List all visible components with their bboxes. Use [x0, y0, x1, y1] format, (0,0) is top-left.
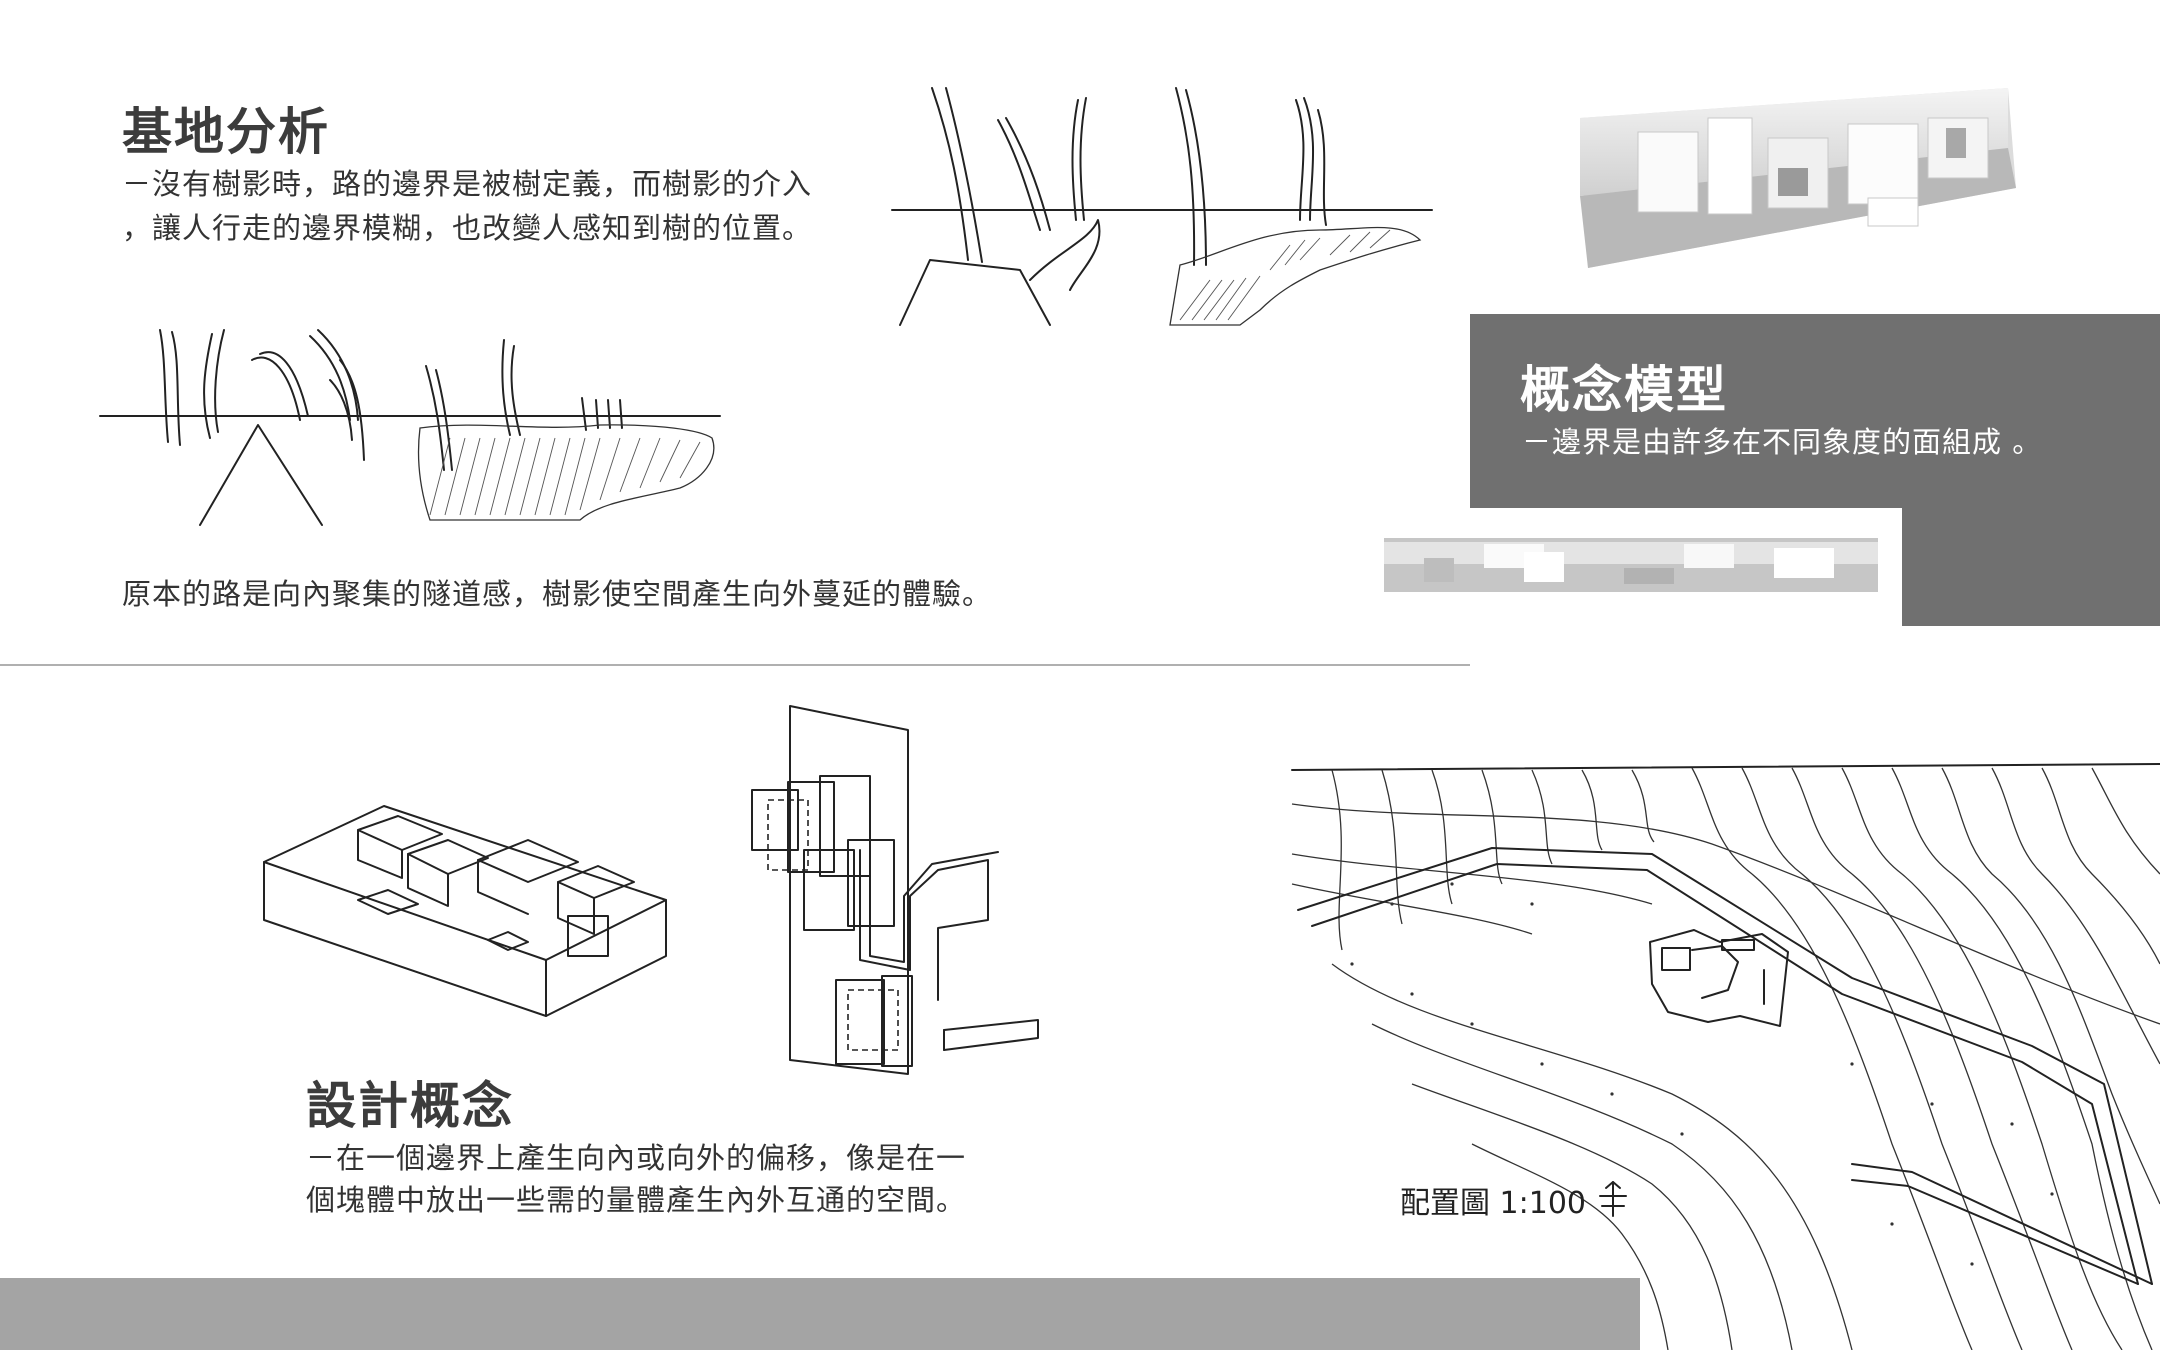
design-concept-desc-line1: －在一個邊界上產生向內或向外的偏移，像是在一 — [306, 1141, 967, 1175]
site-analysis-desc-line2: ，讓人行走的邊界模糊，也改變人感知到樹的位置。 — [122, 211, 813, 245]
site-analysis-caption: 原本的路是向內聚集的隧道感，樹影使空間產生向外蔓延的體驗。 — [122, 577, 993, 611]
tree-tunnel-sketch — [99, 329, 721, 526]
block-axonometric-sketch — [263, 805, 667, 1017]
concept-model-panel — [1470, 314, 2160, 508]
concept-model-photo-top — [1580, 88, 2016, 268]
concept-model-photo-side — [1384, 538, 1878, 592]
north-arrow-icon — [1599, 1181, 1627, 1217]
offset-planes-sketch — [751, 705, 1039, 1075]
tree-shadow-sketch-top — [891, 87, 1433, 326]
section-divider — [0, 664, 1470, 666]
concept-model-desc: －邊界是由許多在不同象度的面組成 。 — [1522, 425, 2043, 459]
concept-model-title: 概念模型 — [1520, 361, 1728, 419]
site-plan-contour-drawing — [1291, 763, 2160, 1350]
concept-model-panel-ext — [1902, 504, 2160, 626]
site-plan-label: 配置圖 1:100 — [1400, 1186, 1586, 1221]
bottom-bar — [0, 1278, 1640, 1350]
design-concept-desc-line2: 個塊體中放出一些需的量體產生內外互通的空間。 — [306, 1183, 967, 1217]
design-concept-title: 設計概念 — [306, 1077, 514, 1135]
site-analysis-title: 基地分析 — [122, 103, 330, 161]
site-analysis-desc-line1: －沒有樹影時，路的邊界是被樹定義，而樹影的介入 — [122, 167, 813, 201]
